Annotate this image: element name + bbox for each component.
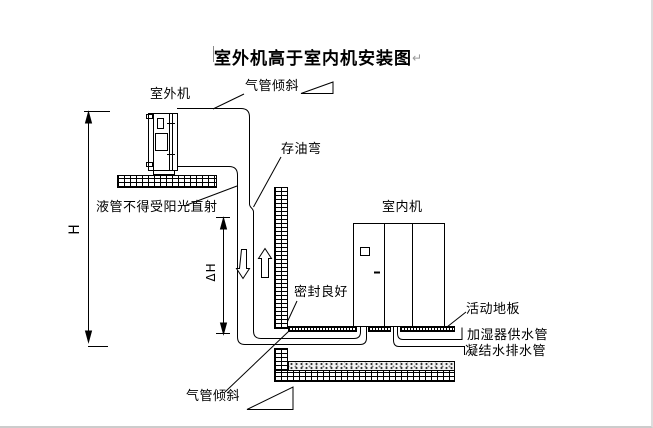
dimension-line-inner [216,216,230,336]
raised-floor-segment [288,326,357,332]
humidifier-supply-pipe-line [397,326,463,340]
dimension-inner-label: ΔH [204,262,218,282]
wall-upper [274,187,288,329]
dimension-outer-label: H [67,223,83,235]
humidifier-supply-pipe-label: 加湿器供水管 [467,328,549,343]
liquid-pipe-note-label: 液管不得受阳光直射 [96,200,218,215]
outdoor-unit-outline [146,113,178,175]
oil-trap-label: 存油弯 [281,142,322,157]
leader-gas-slope-top [212,93,245,110]
leader-liquid-note [183,185,238,207]
raised-floor-segment [400,326,455,332]
return-mark: ↵ [412,51,423,65]
wall-lower [274,348,288,371]
title-text: 室外机高于室内机安装图 [214,49,412,69]
condensate-drain-pipe-line [393,326,465,355]
liquid-pipe [177,166,367,345]
outdoor-unit-platform [117,175,217,188]
slope-triangle-bottom-icon [246,386,294,410]
outdoor-unit-label: 室外机 [150,87,191,102]
raised-floor-segment [368,326,391,332]
floor-slab-brick [274,370,455,382]
gas-slope-top-label: 气管倾斜 [245,79,300,94]
gas-slope-bottom-label: 气管倾斜 [186,389,241,404]
dimension-line-outer [84,110,110,347]
slope-triangle-top-icon [300,81,334,94]
gas-pipe [177,108,361,339]
raised-floor-label: 活动地板 [466,302,521,317]
indoor-unit-label: 室内机 [382,200,423,215]
seal-note-label: 密封良好 [294,285,349,300]
page-title: 室外机高于室内机安装图↵ [214,44,422,69]
leader-raised-floor [446,311,467,328]
indoor-unit-outline [353,223,445,327]
flow-arrow-up-icon [257,247,273,278]
flow-arrow-down-icon [235,249,251,280]
leader-gas-slope-bottom [224,330,290,393]
leader-oil-trap [253,156,282,208]
condensate-drain-pipe-label: 凝结水排水管 [465,344,547,359]
